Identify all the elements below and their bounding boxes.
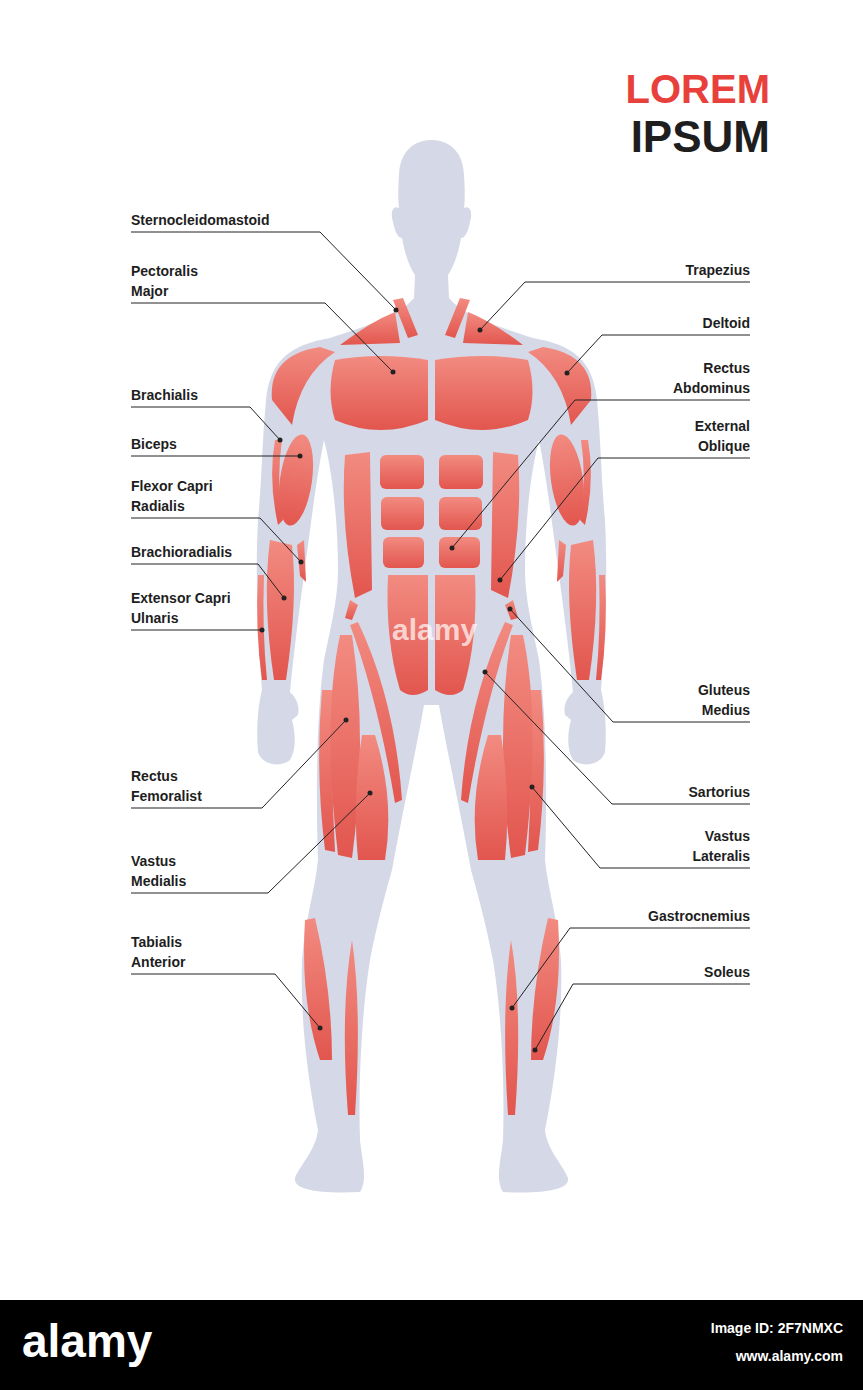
muscle-label: Gastrocnemius bbox=[648, 906, 750, 926]
leader-dot bbox=[391, 370, 396, 375]
leader-line bbox=[131, 630, 262, 631]
muscle-label: Brachioradialis bbox=[131, 542, 232, 562]
muscle-label: Extensor Capri Ulnaris bbox=[131, 588, 249, 628]
footer-bar bbox=[0, 1300, 863, 1390]
muscle-label: Vastus Lateralis bbox=[668, 826, 750, 866]
leader-line bbox=[485, 672, 750, 804]
muscle-label: Sartorius bbox=[689, 782, 750, 802]
muscle-label: Sternocleidomastoid bbox=[131, 210, 269, 230]
footer-text: Image ID: 2F7NMXC bbox=[711, 1318, 843, 1338]
leader-dot bbox=[508, 607, 513, 612]
muscle-label: Biceps bbox=[131, 434, 177, 454]
leader-line bbox=[500, 458, 750, 580]
leader-line bbox=[131, 518, 301, 562]
footer-logo: alamy bbox=[22, 1314, 152, 1368]
leader-dot bbox=[533, 1048, 538, 1053]
muscle-group bbox=[435, 298, 606, 1115]
muscle-label: Rectus Abdominus bbox=[658, 358, 750, 398]
leader-line bbox=[510, 609, 750, 722]
leader-line bbox=[131, 793, 370, 893]
watermark: alamy bbox=[392, 612, 477, 648]
leader-dot bbox=[260, 628, 265, 633]
title-word: IPSUM bbox=[631, 112, 770, 162]
leader-line bbox=[452, 400, 750, 548]
leader-dot bbox=[368, 791, 373, 796]
muscle-label: Soleus bbox=[704, 962, 750, 982]
leader-dot bbox=[510, 1006, 515, 1011]
leader-dot bbox=[530, 785, 535, 790]
body-silhouette bbox=[257, 140, 432, 1192]
muscle-group bbox=[257, 298, 428, 1115]
leader-dot bbox=[278, 438, 283, 443]
muscle-label: Tabialis Anterior bbox=[131, 932, 213, 972]
leader-line bbox=[131, 456, 300, 457]
leader-line bbox=[131, 720, 346, 808]
muscle-label: Pectoralis Major bbox=[131, 261, 213, 301]
footer-text: www.alamy.com bbox=[736, 1346, 843, 1366]
muscle-label: Rectus Femoralist bbox=[131, 766, 223, 806]
muscle-label: Deltoid bbox=[703, 313, 750, 333]
body-silhouette bbox=[431, 140, 606, 1192]
leader-dot bbox=[498, 578, 503, 583]
leader-dot bbox=[394, 308, 399, 313]
muscle-label: Gluteus Medius bbox=[678, 680, 750, 720]
muscle-label: Trapezius bbox=[685, 260, 750, 280]
title-word: LOREM bbox=[626, 66, 770, 112]
leader-dot bbox=[298, 454, 303, 459]
leader-dot bbox=[344, 718, 349, 723]
leader-line bbox=[512, 928, 750, 1008]
leader-line bbox=[131, 407, 280, 440]
leader-dot bbox=[565, 371, 570, 376]
muscle-label: External Oblique bbox=[668, 416, 750, 456]
leader-dot bbox=[318, 1026, 323, 1031]
leader-dot bbox=[478, 328, 483, 333]
muscle-label: Vastus Medialis bbox=[131, 851, 213, 891]
leader-line bbox=[535, 984, 750, 1050]
leader-dot bbox=[450, 546, 455, 551]
muscle-label: Brachialis bbox=[131, 385, 198, 405]
leader-line bbox=[131, 974, 320, 1028]
leader-dot bbox=[299, 560, 304, 565]
leader-line bbox=[131, 232, 396, 310]
leader-line bbox=[131, 303, 393, 372]
background bbox=[0, 0, 863, 1300]
leader-dot bbox=[282, 596, 287, 601]
leader-dot bbox=[483, 670, 488, 675]
muscle-label: Flexor Capri Radialis bbox=[131, 476, 233, 516]
